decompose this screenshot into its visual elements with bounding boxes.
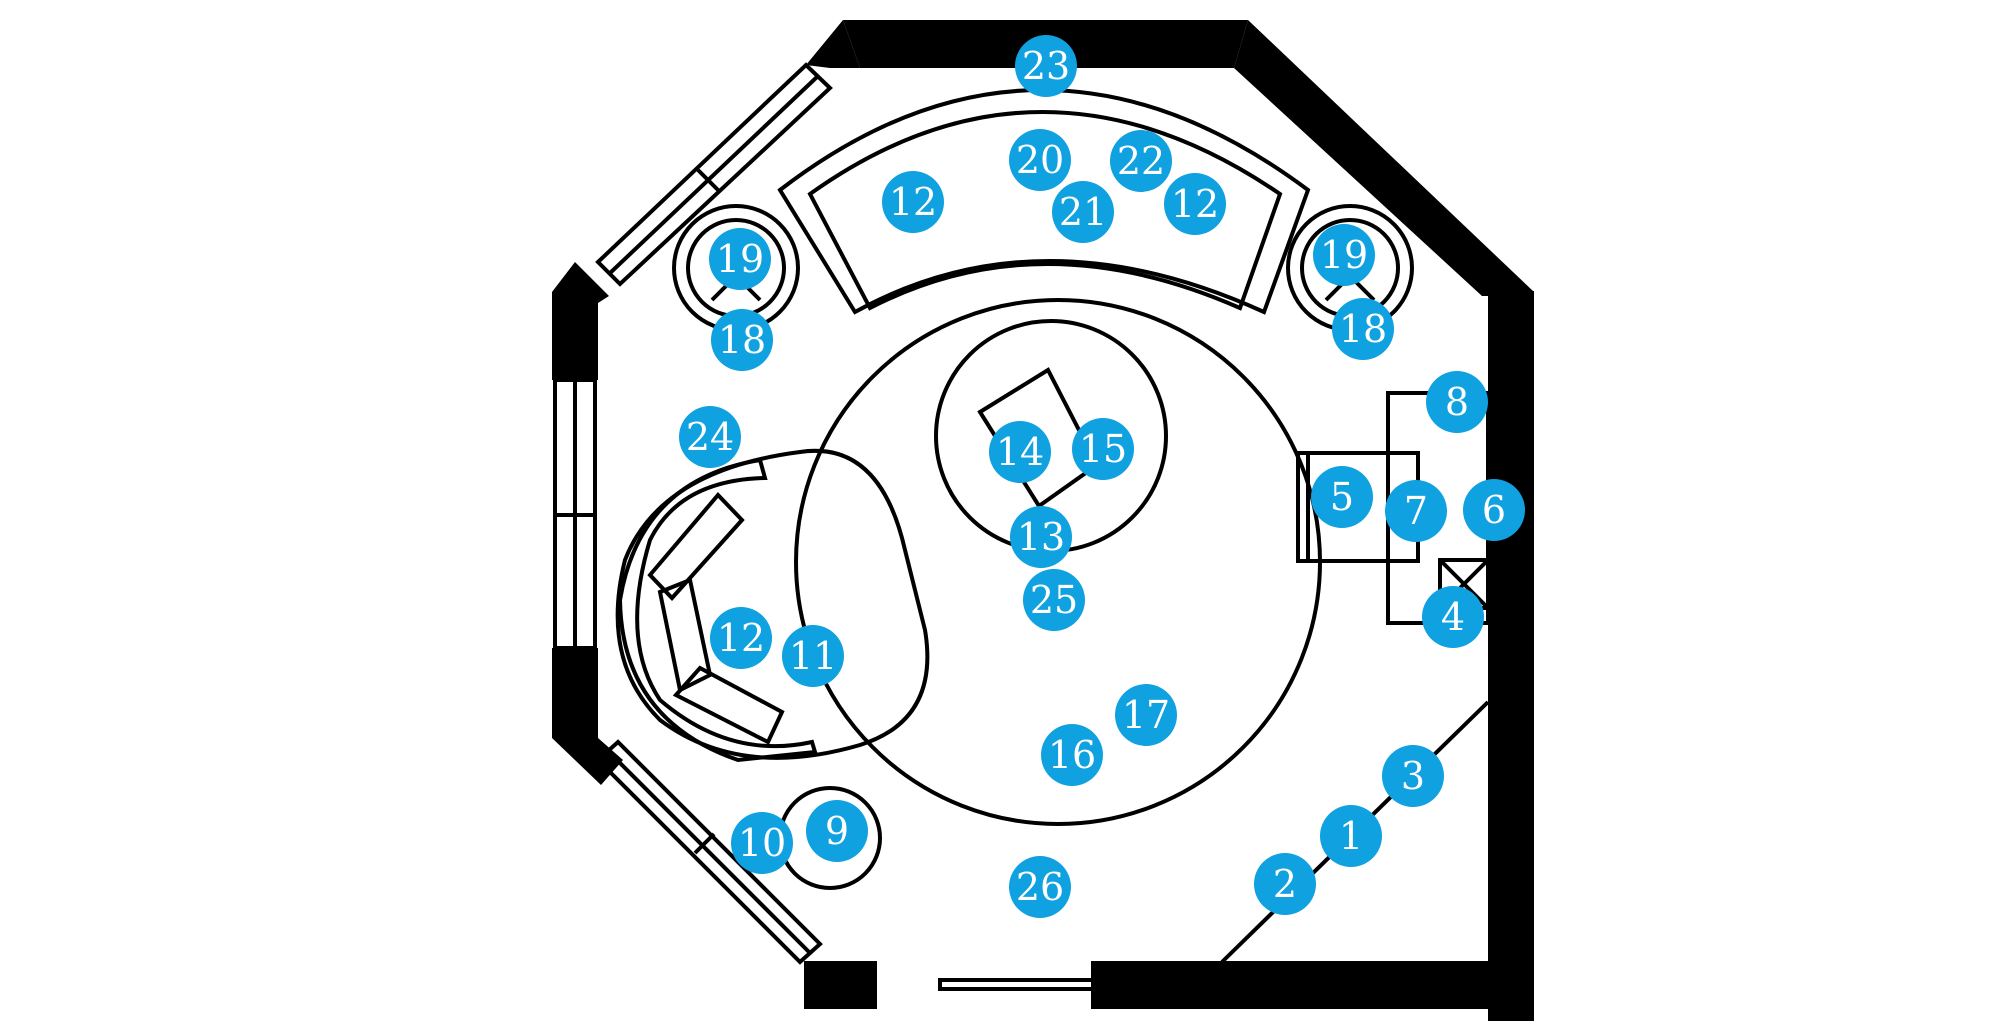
marker-20[interactable]: 20 [1009,129,1071,191]
svg-text:6: 6 [1482,488,1506,532]
armchair-cushion-1 [647,492,745,601]
sliding-door [938,978,1220,991]
svg-text:23: 23 [1022,44,1070,88]
marker-13[interactable]: 13 [1010,506,1072,568]
svg-text:12: 12 [1171,182,1219,226]
window-top-left-divider [696,168,722,194]
svg-text:18: 18 [1339,307,1387,351]
marker-24[interactable]: 24 [679,406,741,468]
svg-text:26: 26 [1016,865,1064,909]
svg-text:13: 13 [1017,515,1065,559]
svg-text:15: 15 [1079,427,1127,471]
marker-11[interactable]: 11 [782,625,844,687]
svg-text:12: 12 [889,180,937,224]
marker-7[interactable]: 7 [1385,480,1447,542]
svg-text:7: 7 [1404,489,1428,533]
marker-21[interactable]: 21 [1052,181,1114,243]
marker-10[interactable]: 10 [731,812,793,874]
marker-12-b[interactable]: 12 [1164,173,1226,235]
marker-12-c[interactable]: 12 [710,607,772,669]
marker-2[interactable]: 2 [1254,853,1316,915]
wall-bottom-right [1091,961,1534,1009]
svg-text:11: 11 [789,634,837,678]
svg-text:22: 22 [1117,139,1165,183]
marker-17[interactable]: 17 [1115,684,1177,746]
marker-25[interactable]: 25 [1023,569,1085,631]
marker-19-a[interactable]: 19 [709,228,771,290]
armchair-cushion-2 [657,577,713,693]
svg-text:2: 2 [1273,862,1297,906]
sofa-outer [777,88,1311,315]
marker-18-a[interactable]: 18 [711,309,773,371]
armchair-back [617,457,818,763]
svg-text:12: 12 [717,616,765,660]
wall-left-mid [552,648,598,738]
sofa-inner [807,110,1283,311]
marker-22[interactable]: 22 [1110,130,1172,192]
round-armchair [615,448,930,763]
window-bottom-left-mullion [606,749,812,955]
wall-bottom-left-stub [804,961,877,1009]
marker-15[interactable]: 15 [1072,418,1134,480]
wall-left-lower-corner [552,738,623,785]
marker-9[interactable]: 9 [806,800,868,862]
wall-right [1488,291,1534,1021]
svg-text:17: 17 [1122,693,1170,737]
marker-26[interactable]: 26 [1009,856,1071,918]
windows [553,62,833,965]
marker-1[interactable]: 1 [1320,805,1382,867]
window-top-left [595,62,833,287]
marker-8[interactable]: 8 [1426,371,1488,433]
svg-text:9: 9 [825,809,849,853]
wall-top-left-stub [806,20,860,68]
svg-text:10: 10 [738,821,786,865]
armchair-base [615,448,930,760]
marker-3[interactable]: 3 [1382,745,1444,807]
window-bottom-left [595,739,823,965]
marker-14[interactable]: 14 [989,421,1051,483]
svg-text:16: 16 [1048,733,1096,777]
svg-text:1: 1 [1339,814,1363,858]
marker-16[interactable]: 16 [1041,724,1103,786]
marker-18-b[interactable]: 18 [1332,298,1394,360]
wall-top-right-diagonal [1234,20,1533,296]
svg-text:5: 5 [1330,475,1354,519]
wall-left-upper-corner [552,262,609,380]
svg-text:14: 14 [996,430,1044,474]
exterior-walls [552,20,1534,1021]
marker-5[interactable]: 5 [1311,466,1373,528]
svg-text:4: 4 [1441,595,1465,639]
armchair-cushion-3 [672,665,785,745]
marker-4[interactable]: 4 [1422,586,1484,648]
markers: 23 20 22 12 21 12 19 19 18 18 8 24 14 15… [679,35,1525,918]
svg-text:8: 8 [1445,380,1469,424]
marker-23[interactable]: 23 [1015,35,1077,97]
svg-text:3: 3 [1401,754,1425,798]
marker-12-a[interactable]: 12 [882,171,944,233]
marker-19-b[interactable]: 19 [1313,224,1375,286]
svg-text:19: 19 [1320,233,1368,277]
entry-door [938,700,1490,991]
svg-text:24: 24 [686,415,734,459]
side-tables [672,204,1414,332]
window-top-left-mullion [607,74,820,276]
svg-text:25: 25 [1030,578,1078,622]
curved-sofa [777,88,1311,315]
marker-6[interactable]: 6 [1463,479,1525,541]
svg-text:19: 19 [716,237,764,281]
window-bottom-left-divider [693,832,716,855]
svg-text:21: 21 [1059,190,1107,234]
svg-text:20: 20 [1016,138,1064,182]
svg-text:18: 18 [718,318,766,362]
